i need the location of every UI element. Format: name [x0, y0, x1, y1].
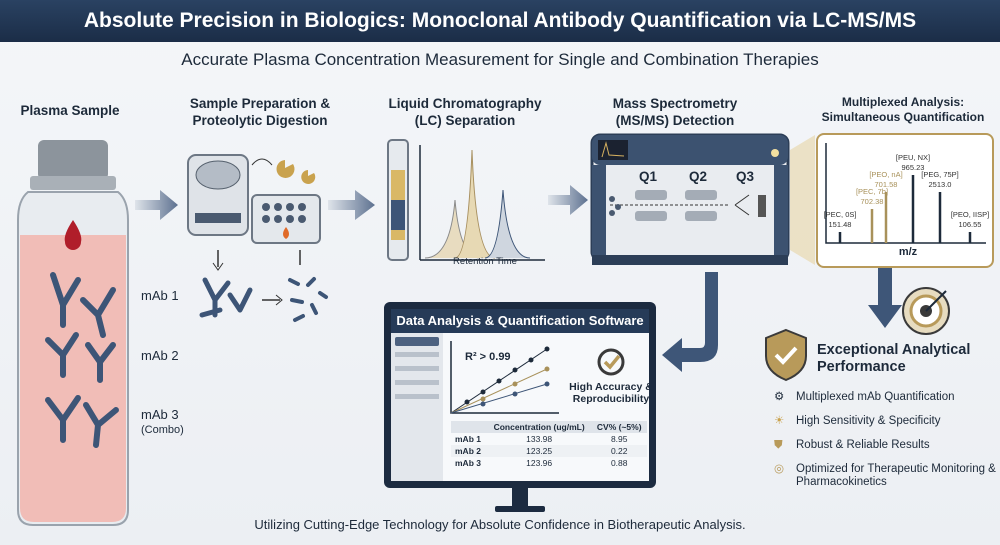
spectrum-peak-label: [PEG, 75P]2513.0: [921, 170, 959, 189]
shield-check-icon: [765, 328, 807, 382]
arrow-down-icon: [868, 268, 902, 328]
plasma-vial: [17, 140, 129, 526]
mass-spectrum-chart: [825, 143, 986, 244]
blood-drop-icon: [64, 220, 82, 250]
feature-item: ⛊Robust & Reliable Results: [774, 439, 999, 455]
header-prep: Sample Preparation & Proteolytic Digesti…: [189, 96, 331, 128]
feature-item: ⚙Multiplexed mAb Quantification: [774, 391, 999, 407]
target-icon: [902, 287, 950, 335]
page-title: Absolute Precision in Biologics: Monoclo…: [0, 0, 1000, 42]
spectrum-peak-label: [PEO, nA]701.58: [869, 170, 903, 189]
flame-icon: [283, 227, 289, 239]
mass-spectrometer: Q1 Q2 Q3: [590, 133, 790, 268]
vial-label-mab2: mAb 2: [141, 348, 179, 363]
performance-title: Exceptional Analytical Performance: [817, 342, 971, 375]
arrow-right-icon: [328, 190, 375, 220]
spectrum-peak-label: [PEC, 0S]151.48: [823, 210, 857, 229]
lc-axis-label: Retention Time: [453, 256, 517, 267]
software-sidebar[interactable]: [391, 333, 443, 481]
network-icon: ⚙: [774, 391, 785, 403]
col-header-cv: CV% (~5%): [591, 421, 647, 433]
calibration-curve-chart: [450, 341, 559, 414]
header-lc: Liquid Chromatography (LC) Separation: [388, 96, 542, 128]
mass-spectrum-panel: m/z [PEC, 0S]151.48[PEC, 7b]702.38[PEO, …: [816, 133, 994, 268]
vial-label-combo: (Combo): [141, 424, 184, 436]
monitor-stand: [495, 486, 545, 512]
page-subtitle: Accurate Plasma Concentration Measuremen…: [181, 50, 819, 69]
footer-text: Utilizing Cutting-Edge Technology for Ab…: [254, 517, 746, 532]
vial-label-mab3: mAb 3: [141, 407, 179, 422]
ms-stage-q3: Q3: [735, 169, 754, 184]
spectrum-xlabel: m/z: [898, 246, 918, 258]
software-monitor: Data Analysis & Quantification Software …: [384, 302, 656, 488]
header-ms: Mass Spectrometry (MS/MS) Detection: [612, 96, 738, 128]
arrow-right-icon: [135, 190, 178, 220]
arrow-right-icon: [548, 185, 588, 215]
header-multiplex: Multiplexed Analysis: Simultaneous Quant…: [821, 95, 985, 124]
vial-label-mab1: mAb 1: [141, 288, 179, 303]
lc-chromatogram: [387, 139, 545, 261]
header-plasma: Plasma Sample: [20, 103, 120, 118]
col-header-concentration: Concentration (ug/mL): [486, 421, 592, 433]
enzyme-icon: [276, 160, 295, 178]
ms-stage-q1: Q1: [638, 169, 657, 184]
sun-icon: ☀: [774, 415, 785, 427]
feature-item: ☀High Sensitivity & Specificity: [774, 415, 999, 431]
spectrum-peak-label: [PEU, NX]965.23: [895, 153, 931, 172]
accuracy-badge-label: High Accuracy & Reproducibility: [569, 381, 649, 405]
software-title: Data Analysis & Quantification Software: [391, 309, 649, 333]
r-squared-label: R² > 0.99: [465, 351, 511, 363]
ms-stage-q2: Q2: [688, 169, 707, 184]
performance-list: ⚙Multiplexed mAb Quantification ☀High Se…: [774, 391, 999, 497]
sample-prep-illustration: [187, 154, 328, 322]
arrow-down-left-icon: [662, 272, 718, 372]
feature-item: ◎Optimized for Therapeutic Monitoring & …: [774, 463, 996, 488]
spectrum-peak-label: [PEO, IISP]106.55: [950, 210, 990, 229]
target-small-icon: ◎: [774, 463, 785, 475]
check-badge-icon: [597, 348, 625, 376]
spectrum-peak-label: [PEC, 7b]702.38: [855, 187, 889, 206]
shield-icon: ⛊: [774, 439, 783, 451]
